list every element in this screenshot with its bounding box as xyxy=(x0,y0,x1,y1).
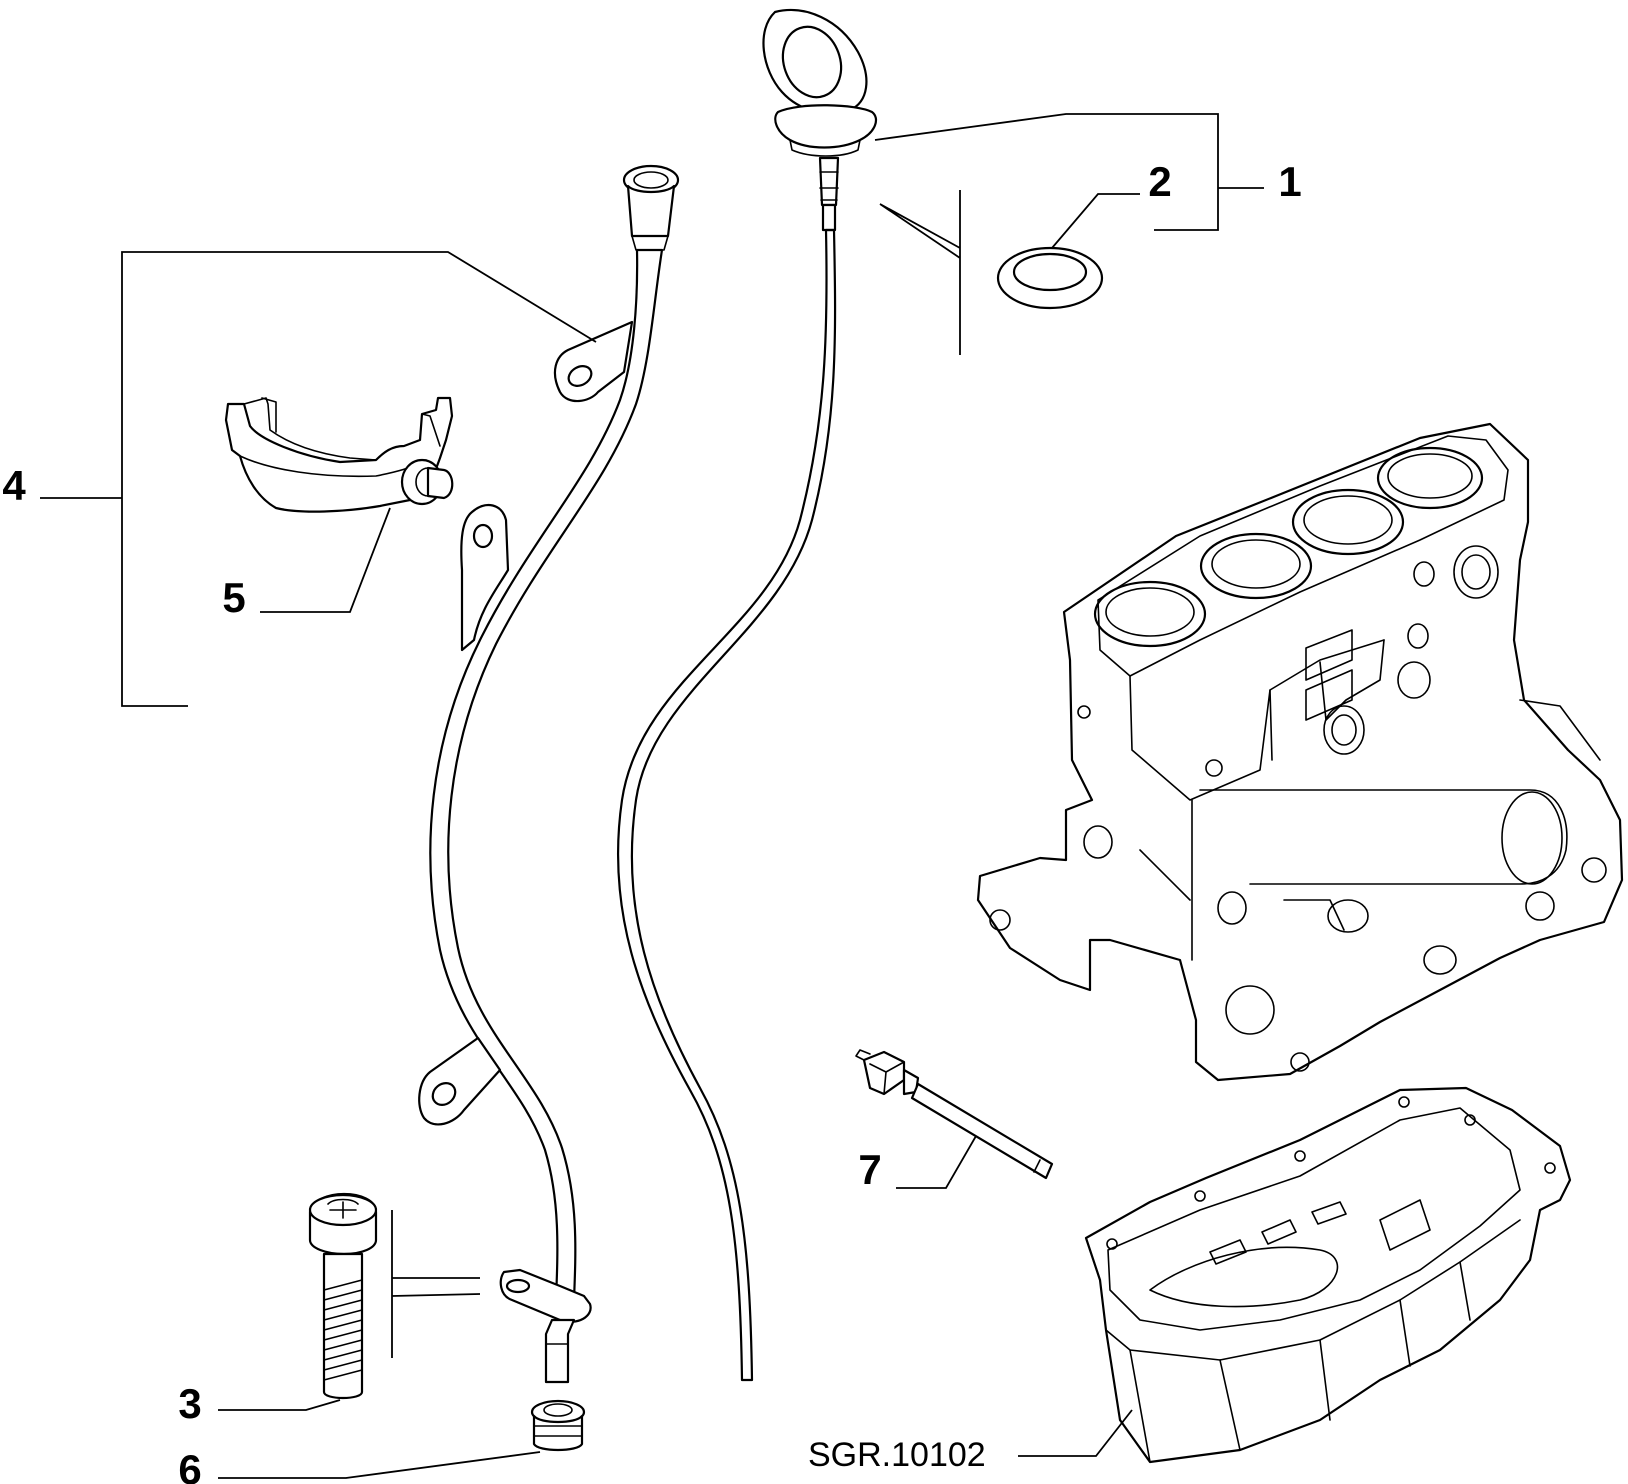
leader-3 xyxy=(218,1399,341,1411)
seal-ring xyxy=(996,246,1104,310)
leader-4 xyxy=(40,251,597,707)
leader-7 xyxy=(896,1135,977,1189)
callout-1: 1 xyxy=(1278,158,1301,205)
oil-pan xyxy=(1084,1086,1572,1464)
seal-bracket-line xyxy=(879,190,961,355)
callout-7: 7 xyxy=(858,1146,881,1193)
callout-6: 6 xyxy=(178,1446,201,1484)
bolt xyxy=(308,1192,378,1400)
oil-level-sensor xyxy=(855,1049,1054,1180)
bolt-bracket-line xyxy=(391,1210,481,1358)
callout-5: 5 xyxy=(222,574,245,621)
dipstick-guide-tube xyxy=(418,164,680,1384)
engine-block xyxy=(976,422,1624,1082)
leader-2 xyxy=(1051,193,1140,249)
reference-code: SGR.10102 xyxy=(808,1436,986,1474)
drain-plug xyxy=(530,1399,586,1452)
callout-3: 3 xyxy=(178,1380,201,1427)
leader-1 xyxy=(874,113,1219,231)
dipstick xyxy=(616,8,878,1382)
retaining-clip xyxy=(224,396,454,513)
leader-5 xyxy=(260,507,391,613)
leader-6 xyxy=(218,1451,541,1479)
leader-reference xyxy=(1018,1409,1133,1457)
callout-4: 4 xyxy=(2,462,26,509)
callout-2: 2 xyxy=(1148,158,1171,205)
